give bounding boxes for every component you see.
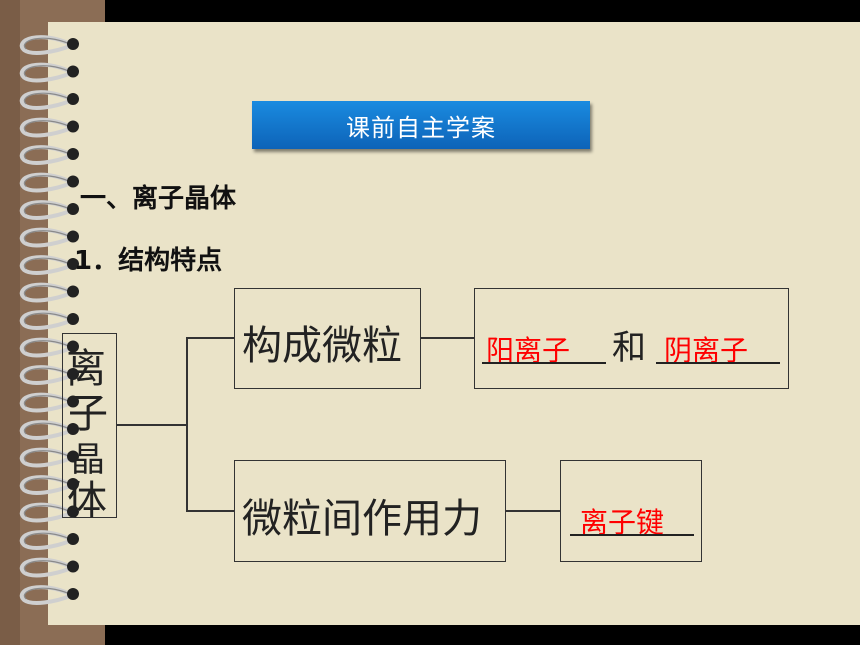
binding-ring — [19, 62, 79, 83]
subsection-heading: 1．结构特点 — [74, 246, 223, 276]
particles-label: 构成微粒 — [242, 323, 402, 369]
binding-ring — [19, 585, 79, 605]
section-heading: 一、离子晶体 — [80, 184, 237, 214]
binding-ring — [19, 117, 79, 138]
connector-bottom — [186, 510, 235, 512]
blank-ionic-bond — [570, 534, 694, 536]
connector-word-and: 和 — [612, 328, 646, 368]
particles-box — [234, 288, 421, 389]
banner-title: 课前自主学案 — [346, 113, 496, 142]
binding-ring — [19, 365, 79, 385]
binding-ring — [19, 255, 79, 275]
binding-ring — [19, 90, 79, 110]
spiral-binding — [19, 35, 79, 605]
connector-top — [186, 337, 235, 339]
binding-ring — [19, 172, 79, 193]
connector-vertical — [186, 337, 188, 511]
root-char-3: 晶 — [71, 440, 105, 480]
answer-anion: 阴离子 — [664, 334, 749, 367]
root-char-2: 子 — [68, 391, 108, 437]
force-label: 微粒间作用力 — [242, 496, 482, 542]
title-banner[interactable]: 课前自主学案 — [252, 101, 590, 149]
answer-ionic-bond: 离子键 — [580, 506, 665, 539]
root-box — [62, 333, 117, 518]
binding-ring — [19, 282, 79, 303]
root-char-1: 离 — [66, 346, 106, 392]
cover-edge — [0, 0, 20, 645]
binding-ring — [19, 310, 79, 330]
blank-cation — [482, 362, 606, 364]
binding-ring — [19, 557, 79, 578]
root-char-4: 体 — [67, 478, 107, 524]
connector-particles-answer — [421, 337, 474, 339]
answer-cation: 阳离子 — [486, 334, 571, 367]
force-answer-box — [560, 460, 702, 562]
connector-force-answer — [506, 510, 560, 512]
binding-ring — [19, 227, 79, 248]
connector-root-horizontal — [117, 424, 187, 426]
binding-ring — [19, 502, 79, 523]
binding-ring — [19, 200, 79, 220]
particles-answer-box — [474, 288, 789, 389]
binding-ring — [19, 530, 79, 550]
binding-ring — [19, 145, 79, 165]
binding-ring — [19, 35, 79, 55]
blank-anion — [656, 362, 780, 364]
force-box — [234, 460, 506, 562]
